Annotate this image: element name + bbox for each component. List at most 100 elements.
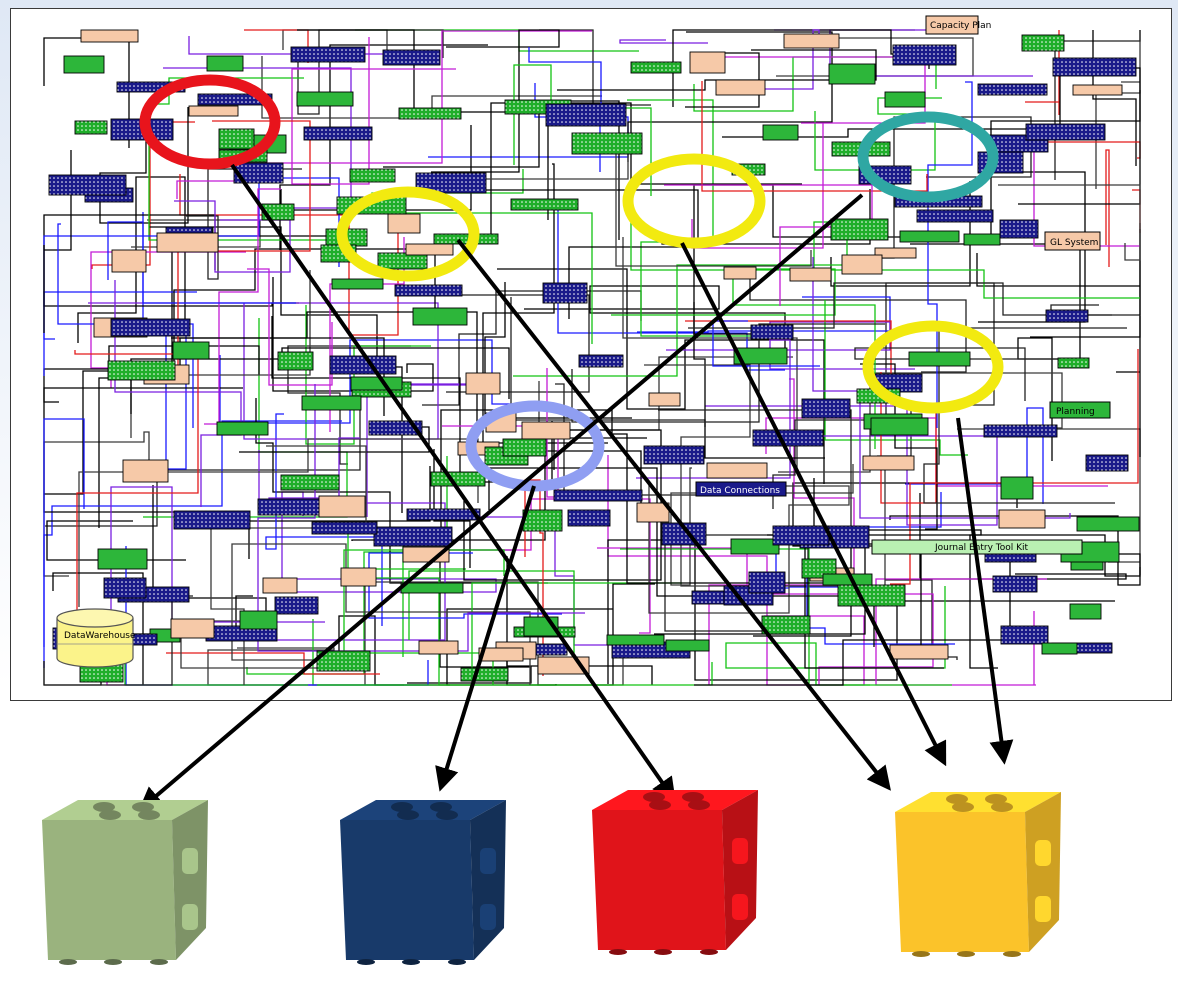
system-box	[571, 132, 643, 155]
system-box	[405, 243, 454, 256]
connection-wire	[231, 543, 531, 685]
connection-wire	[110, 486, 325, 629]
yellow-block-icon	[895, 792, 1061, 957]
system-box	[772, 525, 830, 546]
connection-wire	[484, 282, 632, 419]
system-box	[1000, 625, 1049, 645]
gl-system-label: GL System	[1050, 238, 1098, 248]
connection-wire	[368, 552, 562, 619]
system-box	[478, 647, 524, 662]
system-box	[373, 526, 453, 547]
connection-wire	[557, 49, 877, 91]
block-foot	[700, 949, 718, 955]
block-foot	[1003, 951, 1021, 957]
system-box	[1025, 123, 1106, 141]
connection-wire	[490, 102, 802, 238]
system-box	[889, 644, 949, 660]
toy-blocks	[42, 790, 1061, 965]
system-box	[206, 55, 244, 72]
connection-wire	[711, 56, 926, 124]
connection-wire	[431, 29, 560, 173]
system-box	[1052, 57, 1137, 77]
system-box	[578, 354, 624, 368]
system-box	[412, 307, 468, 326]
system-box	[257, 498, 329, 516]
block-stud	[643, 792, 665, 802]
connection-wire	[297, 29, 540, 168]
system-box	[828, 63, 876, 85]
highlight-rings	[139, 74, 1004, 492]
system-box	[173, 510, 251, 530]
system-box	[730, 538, 780, 555]
system-box	[111, 249, 147, 273]
system-box	[983, 424, 1058, 438]
system-box	[110, 318, 191, 337]
block-foot	[150, 959, 168, 965]
system-box	[107, 360, 176, 381]
connection-wire	[927, 81, 973, 428]
system-box	[398, 107, 462, 120]
data-connections-box: Data Connections	[695, 481, 787, 497]
system-box	[465, 372, 501, 395]
connection-wire	[889, 515, 1141, 586]
periwinkle-highlight-ring	[465, 400, 605, 492]
connection-wire	[482, 163, 642, 522]
block-face	[592, 810, 726, 950]
system-box	[748, 571, 786, 594]
connection-wire	[204, 188, 281, 425]
block-face	[1025, 792, 1061, 952]
block-stud	[688, 800, 710, 810]
connection-wire	[43, 387, 243, 403]
connection-wire	[1092, 30, 1137, 166]
connection-wire	[1132, 189, 1141, 233]
system-box	[870, 417, 929, 436]
connection-wire	[890, 349, 1139, 585]
system-box	[406, 508, 481, 521]
system-box	[916, 209, 994, 223]
system-box	[636, 502, 670, 523]
connection-wire	[432, 294, 590, 393]
system-box	[156, 232, 219, 253]
gl-system-box: GL System	[1044, 231, 1101, 251]
connection-wire	[255, 398, 548, 584]
system-box	[908, 351, 971, 367]
capacity-plan-label: Capacity Plan	[930, 21, 991, 31]
connection-wire	[179, 174, 399, 336]
system-box	[80, 29, 139, 43]
system-box	[665, 639, 710, 652]
yellow-highlight-ring-1	[336, 186, 480, 282]
system-box	[262, 577, 298, 594]
arrow-periwinkle-to-navy-block	[435, 485, 536, 792]
connection-wire	[248, 466, 431, 559]
block-stud	[946, 794, 968, 804]
system-box	[430, 471, 486, 487]
connection-wire	[812, 257, 1071, 519]
arrow-teal-to-green-block	[138, 193, 864, 812]
connection-wire	[408, 570, 575, 653]
system-box	[545, 103, 627, 127]
system-box	[643, 445, 705, 465]
block-foot	[609, 949, 627, 955]
red-highlight-ring	[139, 74, 281, 170]
block-foot	[912, 951, 930, 957]
connection-wire	[43, 418, 85, 647]
system-box	[329, 355, 397, 375]
system-box	[1072, 84, 1123, 96]
system-box	[274, 596, 319, 615]
connection-wire	[1054, 30, 1141, 180]
connection-wire	[52, 572, 144, 685]
system-box	[874, 247, 917, 259]
connection-wire	[279, 44, 488, 250]
system-box	[296, 91, 354, 107]
system-box	[233, 162, 284, 184]
system-box	[1076, 516, 1140, 532]
system-box	[510, 198, 579, 211]
system-box	[992, 575, 1038, 593]
block-stud	[93, 802, 115, 812]
green-block-icon	[42, 800, 208, 965]
system-box	[522, 509, 563, 532]
system-box	[318, 495, 366, 518]
block-foot	[957, 951, 975, 957]
planning-box: Planning	[1049, 401, 1111, 419]
system-box	[216, 421, 269, 436]
